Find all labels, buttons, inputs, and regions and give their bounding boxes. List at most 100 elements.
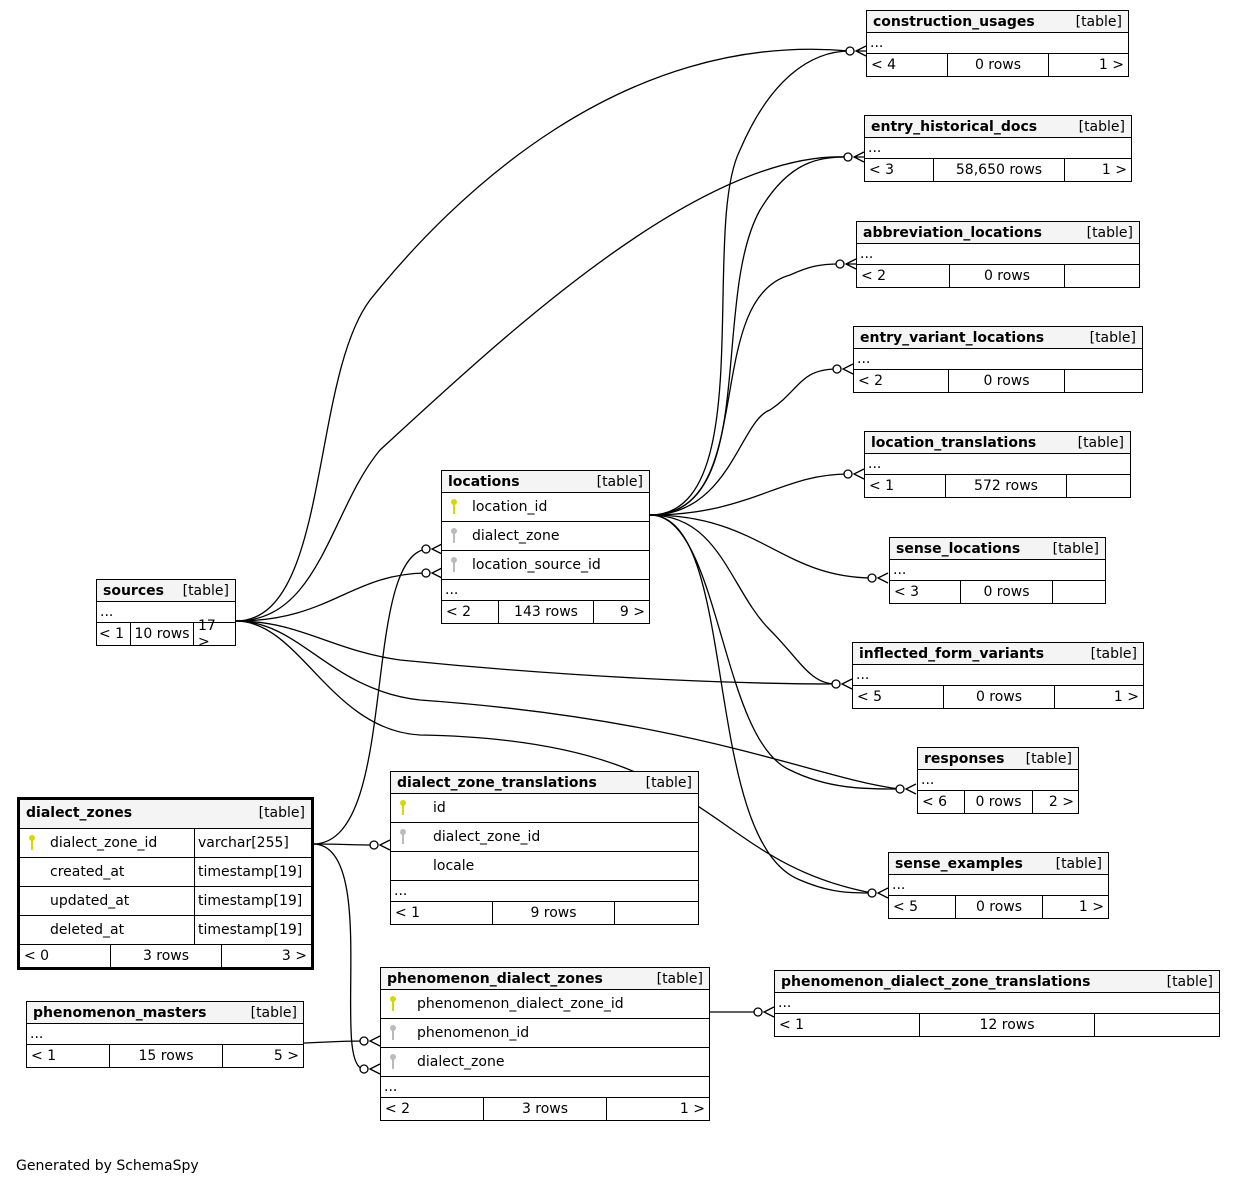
parents-count: < 4	[871, 57, 897, 73]
table-tag: [table]	[1025, 751, 1072, 767]
primary-key-icon	[400, 800, 406, 815]
table-name[interactable]: dialect_zones	[26, 805, 133, 821]
primary-key-icon	[29, 835, 35, 850]
columns-ellipsis: ...	[857, 351, 871, 367]
column-name[interactable]: phenomenon_dialect_zone_id	[417, 996, 624, 1012]
row-count: 0 rows	[964, 791, 1033, 813]
children-count: 5 >	[273, 1048, 299, 1064]
table-name[interactable]: entry_variant_locations	[860, 330, 1045, 346]
edge-sources-responses	[235, 620, 901, 790]
column-name[interactable]: location_id	[472, 499, 548, 515]
table-locations[interactable]: locations [table] location_id dialect_zon…	[441, 470, 650, 624]
table-name[interactable]: sources	[103, 583, 164, 599]
column-name[interactable]: dialect_zone	[472, 528, 560, 544]
edge-dialect_zones-dialect_zone_translations	[312, 843, 375, 846]
row-count: 15 rows	[109, 1045, 223, 1067]
row-count: 3 rows	[483, 1098, 607, 1120]
table-name[interactable]: entry_historical_docs	[871, 119, 1038, 135]
table-name[interactable]: dialect_zone_translations	[397, 775, 597, 791]
parents-count: < 5	[893, 899, 919, 915]
table-phenomenon_dialect_zones[interactable]: phenomenon_dialect_zones[table] phenomen…	[380, 967, 710, 1121]
children-count	[1065, 265, 1139, 287]
column-name[interactable]: deleted_at	[50, 922, 125, 938]
edge-locations-construction_usages	[649, 50, 851, 516]
table-dialect_zones[interactable]: dialect_zones [table] dialect_zone_id varc…	[17, 797, 314, 970]
table-tag: [table]	[250, 1005, 297, 1021]
table-tag: [table]	[1075, 14, 1122, 30]
parents-count: < 1	[869, 478, 895, 494]
column-name[interactable]: locale	[433, 858, 475, 874]
row-count: 0 rows	[960, 581, 1053, 603]
column-name[interactable]: dialect_zone_id	[433, 829, 541, 845]
foreign-key-icon	[451, 528, 457, 543]
edge-locations-entry_historical_docs	[649, 156, 849, 516]
row-count: 0 rows	[943, 686, 1055, 708]
columns-ellipsis: ...	[384, 1079, 398, 1095]
column-name[interactable]: location_source_id	[472, 557, 601, 573]
table-name[interactable]: sense_locations	[896, 541, 1021, 557]
parents-count: < 5	[857, 689, 883, 705]
children-count: 3 >	[281, 948, 307, 964]
column-name[interactable]: id	[433, 800, 446, 816]
table-tag: [table]	[182, 583, 229, 599]
table-name[interactable]: sense_examples	[895, 856, 1023, 872]
children-count: 1 >	[1098, 57, 1124, 73]
columns-ellipsis: ...	[892, 877, 906, 893]
row-count: 143 rows	[498, 601, 594, 623]
column-type: varchar[255]	[194, 829, 311, 857]
parents-count: < 6	[922, 794, 948, 810]
row-count: 9 rows	[492, 902, 615, 924]
table-tag: [table]	[1086, 225, 1133, 241]
column-name[interactable]: dialect_zone_id	[50, 835, 158, 851]
table-tag: [table]	[1077, 435, 1124, 451]
edge-sources-locations	[235, 572, 427, 622]
table-name[interactable]: locations	[448, 474, 520, 490]
generated-by-label: Generated by SchemaSpy	[16, 1158, 199, 1174]
parents-count: < 2	[858, 373, 884, 389]
columns-ellipsis: ...	[870, 35, 884, 51]
table-name[interactable]: construction_usages	[873, 14, 1035, 30]
column-name[interactable]: dialect_zone	[417, 1054, 505, 1070]
edge-phenomenon_masters-phenomenon_dialect_zones	[303, 1040, 365, 1044]
edge-locations-location_translations	[649, 473, 849, 516]
table-name[interactable]: phenomenon_masters	[33, 1005, 207, 1021]
column-name[interactable]: created_at	[50, 864, 125, 880]
columns-ellipsis: ...	[445, 582, 459, 598]
column-type: timestamp[19]	[194, 887, 311, 915]
parents-count: < 1	[99, 626, 125, 642]
children-count	[1095, 1014, 1219, 1036]
columns-ellipsis: ...	[921, 772, 935, 788]
parents-count: < 1	[395, 905, 421, 921]
primary-key-icon	[451, 499, 457, 514]
table-tag: [table]	[1166, 974, 1213, 990]
columns-ellipsis: ...	[860, 246, 874, 262]
table-tag: [table]	[258, 805, 305, 821]
row-count: 0 rows	[949, 265, 1065, 287]
table-name[interactable]: inflected_form_variants	[859, 646, 1045, 662]
table-dialect_zone_translations[interactable]: dialect_zone_translations[table] id dial…	[390, 771, 699, 925]
table-name[interactable]: phenomenon_dialect_zone_translations	[781, 974, 1091, 990]
table-name[interactable]: phenomenon_dialect_zones	[387, 971, 603, 987]
table-name[interactable]: location_translations	[871, 435, 1037, 451]
column-name[interactable]: phenomenon_id	[417, 1025, 530, 1041]
table-name[interactable]: abbreviation_locations	[863, 225, 1042, 241]
table-tag: [table]	[596, 474, 643, 490]
table-phenomenon_dialect_zone_translations[interactable]: phenomenon_dialect_zone_translations [tab…	[774, 970, 1220, 1037]
children-count	[1065, 370, 1142, 392]
children-count: 1 >	[1101, 162, 1127, 178]
edge-dialect_zones-phenomenon_dialect_zones	[312, 843, 365, 1070]
table-name[interactable]: responses	[924, 751, 1005, 767]
columns-ellipsis: ...	[100, 604, 114, 620]
column-name[interactable]: updated_at	[50, 893, 130, 909]
